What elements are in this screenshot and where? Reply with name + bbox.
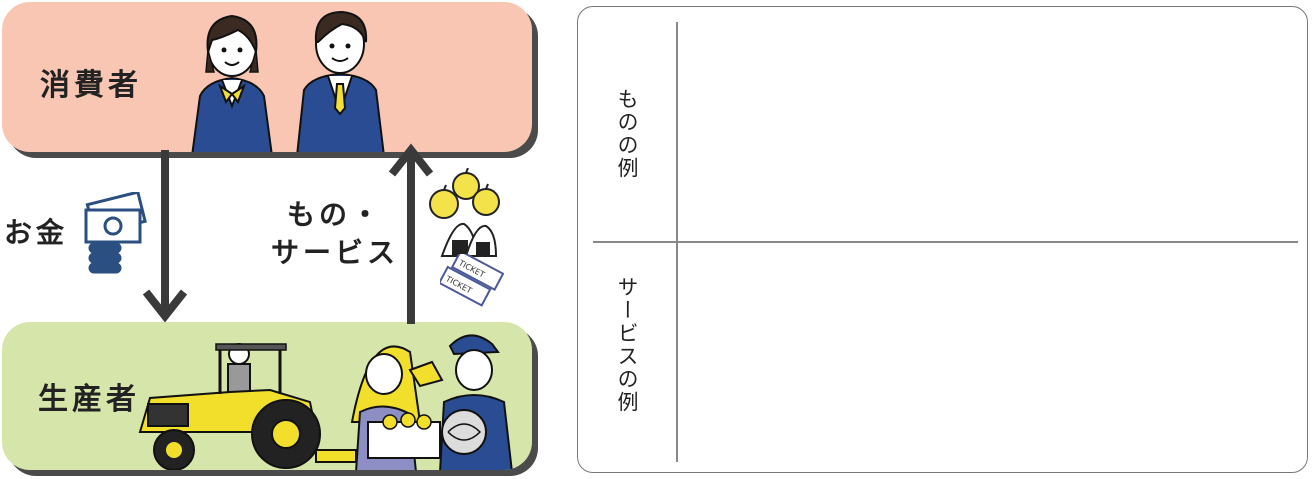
students-illustration: [191, 10, 385, 152]
consumer-panel: 消費者: [2, 2, 532, 152]
money-flow-arrow: [142, 150, 188, 323]
rice-ball-icon: [440, 222, 498, 257]
ticket-icon: TICKET TICKET: [440, 254, 504, 307]
table-divider-horizontal: [593, 241, 1298, 243]
examples-table: [577, 6, 1308, 473]
money-icon: [84, 192, 147, 274]
goods-examples-cell[interactable]: [680, 12, 1300, 238]
services-examples-cell[interactable]: [680, 246, 1300, 468]
producers-illustration: [138, 334, 513, 470]
services-examples-label: サービスの例: [615, 276, 639, 414]
goods-label-line1: もの・: [286, 198, 383, 231]
apples-icon: [429, 168, 500, 219]
goods-flow-arrow: [388, 143, 434, 324]
tractor-figure: [138, 343, 357, 470]
producer-label: 生産者: [38, 382, 140, 417]
goods-label-line2: サービス: [270, 236, 399, 269]
worker-man-figure: [439, 334, 513, 470]
girl-student-figure: [191, 14, 273, 152]
farmer-woman-figure: [350, 345, 444, 470]
money-label: お金: [4, 216, 69, 249]
producer-panel: 生産者: [2, 322, 532, 470]
boy-student-figure: [296, 10, 385, 152]
goods-services-label: もの・ サービス: [270, 196, 400, 272]
goods-examples-label: ものの例: [615, 88, 639, 180]
consumer-label: 消費者: [40, 68, 142, 103]
